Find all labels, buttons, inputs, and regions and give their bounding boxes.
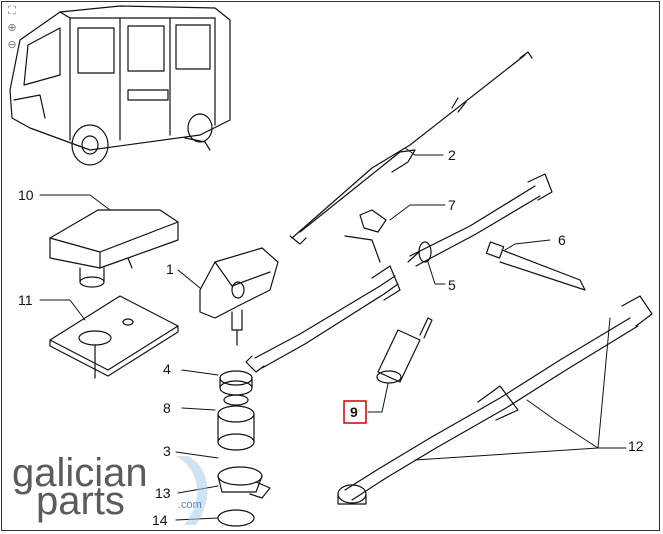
part-1-antenna-base bbox=[199, 247, 279, 346]
callout-7[interactable]: 7 bbox=[448, 197, 456, 213]
callout-2[interactable]: 2 bbox=[448, 147, 456, 163]
callout-6[interactable]: 6 bbox=[558, 232, 566, 248]
watermark-line1: galician bbox=[12, 451, 148, 495]
coax-cable bbox=[245, 173, 553, 373]
zoom-out-icon[interactable]: ⊖ bbox=[7, 39, 17, 51]
part-stack bbox=[217, 370, 271, 527]
part-2-mast bbox=[289, 51, 533, 245]
part-6-cable-tie bbox=[485, 241, 586, 291]
part-9-adapter bbox=[376, 317, 433, 384]
zoom-in-icon[interactable]: ⊕ bbox=[7, 22, 17, 34]
watermark-logo: galician parts .com bbox=[12, 451, 208, 525]
callout-14[interactable]: 14 bbox=[152, 512, 168, 528]
part-11-pad bbox=[49, 295, 179, 379]
callout-12[interactable]: 12 bbox=[628, 438, 644, 454]
callout-9[interactable]: 9 bbox=[350, 404, 358, 420]
callout-10[interactable]: 10 bbox=[18, 187, 34, 203]
selected-callout-box bbox=[343, 400, 367, 424]
callout-13[interactable]: 13 bbox=[155, 485, 171, 501]
callout-8[interactable]: 8 bbox=[163, 400, 171, 416]
callout-1[interactable]: 1 bbox=[166, 261, 174, 277]
callout-4[interactable]: 4 bbox=[163, 361, 171, 377]
part-10-cap bbox=[49, 209, 179, 288]
callout-11[interactable]: 11 bbox=[18, 292, 33, 308]
watermark-line2: parts bbox=[36, 479, 125, 523]
part-5-grommet bbox=[407, 241, 432, 263]
callout-3[interactable]: 3 bbox=[163, 443, 171, 459]
van-illustration bbox=[9, 5, 231, 166]
zoom-toolbar: ⛶ ⊕ ⊖ bbox=[5, 4, 21, 55]
fit-screen-icon[interactable]: ⛶ bbox=[8, 5, 16, 17]
watermark-suffix: .com bbox=[178, 499, 202, 511]
callout-5[interactable]: 5 bbox=[448, 277, 456, 293]
part-12-extension-cable bbox=[337, 295, 653, 505]
part-7-clip bbox=[344, 209, 387, 263]
